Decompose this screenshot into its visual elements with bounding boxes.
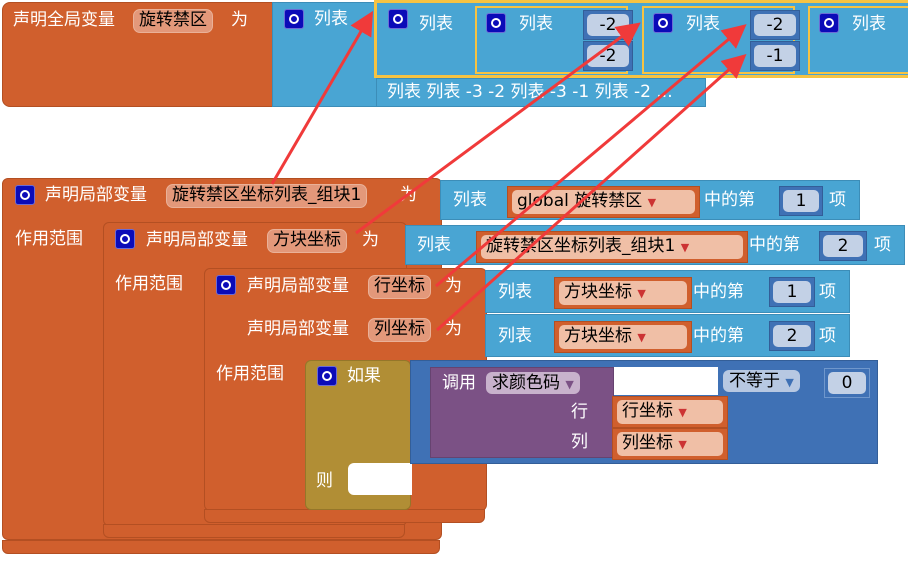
local-var-name-field[interactable]: 列坐标 — [368, 318, 431, 342]
collapsed-text: 列表 列表 -3 -2 列表 -3 -1 列表 -2 ... — [387, 82, 673, 102]
col-arg-label: 列 — [571, 432, 588, 452]
list-label: 列表 — [686, 14, 720, 34]
list-label: 列表 — [314, 9, 348, 29]
index-label: 中的第 — [704, 190, 755, 210]
operator-dropdown[interactable]: 不等于 ▼ — [723, 370, 800, 392]
number-field[interactable]: -2 — [587, 45, 629, 67]
as-label: 为 — [400, 185, 417, 205]
number-block: 2 — [769, 321, 815, 351]
number-field[interactable]: 2 — [823, 235, 863, 257]
if-block[interactable]: 如果 则 — [305, 360, 412, 510]
block-bottom — [204, 509, 485, 523]
local-var-name-field[interactable]: 方块坐标 — [267, 229, 347, 253]
list-label: 列表 — [852, 14, 886, 34]
number-block: -2 — [583, 41, 633, 71]
gear-icon[interactable] — [819, 13, 839, 33]
row-arg-label: 行 — [571, 402, 588, 422]
global-getter-dropdown[interactable]: global 旋转禁区 ▼ — [512, 190, 695, 214]
number-block: 1 — [779, 186, 823, 216]
local-getter-dropdown[interactable]: 方块坐标 ▼ — [559, 281, 687, 305]
number-block: -2 — [583, 10, 633, 40]
select-list-item-block[interactable]: 列表 方块坐标 ▼ 中的第 1 项 — [485, 270, 850, 313]
col-getter-dropdown[interactable]: 列坐标 ▼ — [617, 432, 723, 456]
number-field[interactable]: 0 — [828, 372, 866, 394]
number-field[interactable]: 2 — [773, 325, 811, 347]
number-block: 0 — [824, 368, 870, 398]
number-field[interactable]: -2 — [587, 14, 629, 36]
global-var-name-field[interactable]: 旋转禁区 — [133, 9, 213, 33]
index-label: 中的第 — [749, 235, 800, 255]
scope-label: 作用范围 — [216, 364, 284, 384]
col-getter-block: 列坐标 ▼ — [612, 428, 728, 460]
gear-icon[interactable] — [284, 9, 304, 29]
number-block: 2 — [819, 231, 867, 261]
local-decl-label: 声明局部变量 — [247, 276, 349, 296]
index-label: 中的第 — [693, 282, 744, 302]
number-block: 1 — [769, 277, 815, 307]
number-field[interactable]: 1 — [773, 281, 811, 303]
local-var-name-field[interactable]: 行坐标 — [368, 275, 431, 299]
gear-icon[interactable] — [317, 366, 337, 386]
number-field[interactable]: -2 — [754, 14, 796, 36]
select-list-item-block[interactable]: 列表 方块坐标 ▼ 中的第 2 项 — [485, 314, 850, 357]
gear-icon[interactable] — [653, 13, 673, 33]
global-decl-label: 声明全局变量 — [13, 10, 115, 30]
gear-icon[interactable] — [388, 9, 408, 29]
as-label: 为 — [362, 230, 379, 250]
scope-label: 作用范围 — [115, 274, 183, 294]
local-getter-dropdown[interactable]: 方块坐标 ▼ — [559, 325, 687, 349]
block-bottom — [103, 524, 405, 538]
gear-icon[interactable] — [486, 13, 506, 33]
index-label: 中的第 — [693, 326, 744, 346]
as-label: 为 — [445, 276, 462, 296]
local-decl-label: 声明局部变量 — [146, 230, 248, 250]
number-block: -2 — [750, 10, 800, 40]
list-label: 列表 — [498, 326, 532, 346]
empty-gap — [612, 367, 718, 395]
select-list-item-block[interactable]: 列表 旋转禁区坐标列表_组块1 ▼ 中的第 2 项 — [405, 225, 905, 265]
list-label: 列表 — [519, 14, 553, 34]
as-label: 为 — [445, 319, 462, 339]
local-var-name-field[interactable]: 旋转禁区坐标列表_组块1 — [166, 184, 368, 208]
item-label: 项 — [819, 282, 836, 302]
make-list-block[interactable]: 列表 — [272, 2, 378, 107]
list-label: 列表 — [417, 235, 451, 255]
row-getter-block: 行坐标 ▼ — [612, 396, 728, 428]
gear-icon[interactable] — [115, 229, 135, 249]
row-getter-dropdown[interactable]: 行坐标 ▼ — [617, 400, 723, 424]
item-label: 项 — [819, 326, 836, 346]
local-decl-label: 声明局部变量 — [45, 185, 147, 205]
call-procedure-block[interactable]: 调用 求颜色码 ▼ 行 列 — [430, 367, 614, 458]
sublist-block[interactable]: 列表 -2 -2 — [475, 6, 633, 74]
gear-icon[interactable] — [15, 185, 35, 205]
number-field[interactable]: 1 — [783, 190, 819, 212]
block-bottom — [2, 540, 440, 554]
global-variable-block[interactable]: 声明全局变量 旋转禁区 为 — [2, 2, 274, 107]
number-field[interactable]: -1 — [754, 45, 796, 67]
gear-icon[interactable] — [216, 275, 236, 295]
local-decl-label: 声明局部变量 — [247, 319, 349, 339]
list-label: 列表 — [453, 190, 487, 210]
collapsed-list-block[interactable]: 列表 列表 -3 -2 列表 -3 -1 列表 -2 ... — [376, 78, 706, 107]
list-label: 列表 — [498, 282, 532, 302]
sublist-block[interactable]: 列表 — [808, 6, 908, 74]
then-slot[interactable] — [348, 463, 412, 495]
sublist-block[interactable]: 列表 -2 -1 — [642, 6, 800, 74]
item-label: 项 — [874, 235, 891, 255]
number-block: -1 — [750, 41, 800, 71]
as-label: 为 — [231, 10, 248, 30]
item-label: 项 — [829, 190, 846, 210]
call-label: 调用 — [442, 373, 476, 393]
scope-label: 作用范围 — [15, 229, 83, 249]
local-getter-dropdown[interactable]: 旋转禁区坐标列表_组块1 ▼ — [481, 235, 743, 259]
select-list-item-block[interactable]: 列表 global 旋转禁区 ▼ 中的第 1 项 — [440, 180, 860, 220]
list-label: 列表 — [419, 14, 453, 34]
procedure-dropdown[interactable]: 求颜色码 ▼ — [486, 372, 580, 394]
then-label: 则 — [316, 471, 333, 491]
if-label: 如果 — [347, 366, 381, 386]
